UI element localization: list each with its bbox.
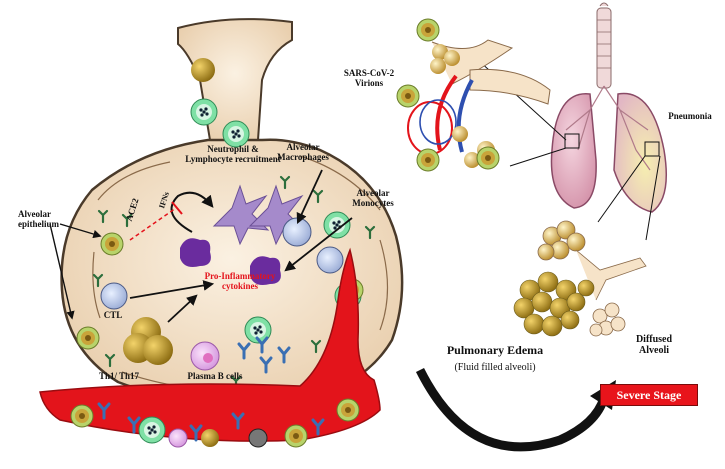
label-fluid-filled: (Fluid filled alveoli) (454, 362, 536, 373)
gold-cell-neck (191, 58, 215, 82)
feedback-arrow (170, 191, 214, 233)
vessel-cells (70, 398, 360, 448)
label-neutrophil-recruitment: Neutrophil & Lymphocyte recruitment (185, 144, 281, 164)
lungs (550, 2, 667, 213)
ifn-inhibition-line (129, 207, 177, 241)
label-diffused-alveoli: Diffused Alveoli (635, 334, 673, 356)
lymphocyte-icon (100, 217, 344, 310)
label-pro-inflammatory: Pro-Inflammatory cytokines (204, 271, 276, 291)
virion-icon (76, 326, 100, 350)
bronchiole-detail (396, 18, 551, 172)
label-alveolar-epithelium: Alveolar epithelium (18, 209, 60, 229)
label-alveolar-macrophages: Alveolar Macrophages (277, 142, 329, 162)
diffused-alveoli-icon (589, 302, 626, 337)
severe-stage-badge: Severe Stage (600, 384, 698, 406)
label-pneumonia: Pneumonia (668, 111, 712, 121)
monocyte-cell-icon (250, 256, 281, 285)
label-ctl: CTL (103, 310, 123, 320)
progression-arrow (415, 367, 609, 452)
neutrophil-cell-icon (190, 98, 218, 126)
gold-cell-cluster (123, 317, 173, 365)
label-pulmonary-edema: Pulmonary Edema (446, 343, 544, 357)
label-sars-virions: SARS-CoV-2 Virions (343, 68, 395, 88)
fluid-filled-alveoli-icon (513, 271, 595, 337)
neutrophil-cell-icon (323, 211, 351, 239)
monocyte-cell-icon (180, 238, 211, 267)
virion-icon (100, 232, 124, 256)
label-th1-th17: Th1/ Th17 (98, 371, 140, 381)
label-alveolar-monocytes: Alveolar Monocytes (352, 188, 394, 208)
label-plasma-b-cells: Plasma B cells (187, 371, 243, 381)
